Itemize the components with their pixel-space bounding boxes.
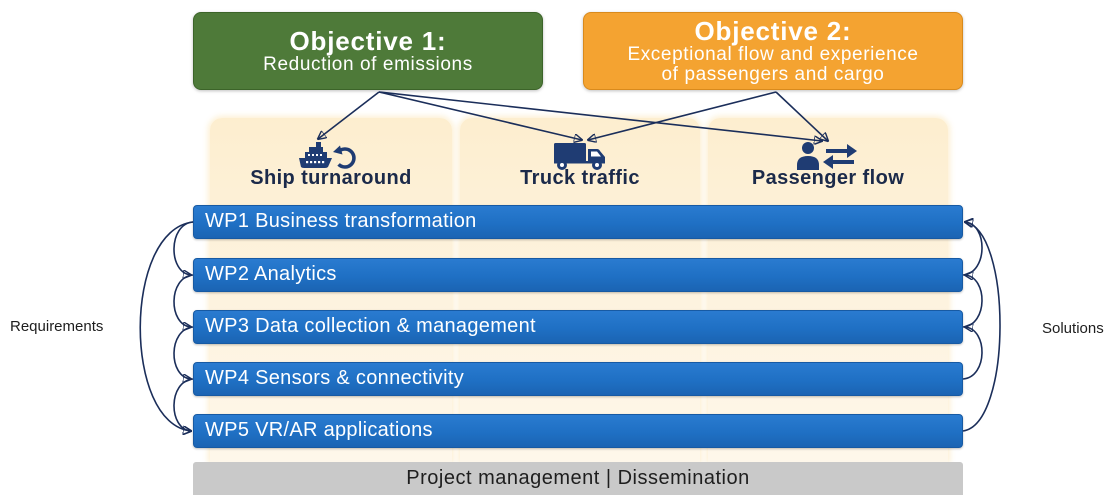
objective-2-description-line-1: Exceptional flow and experience	[627, 44, 919, 65]
truck-icon	[553, 141, 607, 171]
work-package-1-bar: WP1 Business transformation	[193, 205, 963, 239]
work-package-3-bar: WP3 Data collection & management	[193, 310, 963, 344]
work-package-2-bar: WP2 Analytics	[193, 258, 963, 292]
objective-2-title: Objective 2:	[694, 16, 852, 46]
work-package-5-bar: WP5 VR/AR applications	[193, 414, 963, 448]
focus-label-ship-turnaround: Ship turnaround	[250, 167, 412, 189]
focus-label-passenger-flow: Passenger flow	[751, 167, 905, 189]
solutions-label: Solutions	[1042, 320, 1104, 337]
requirements-arc-wp1-wp2	[173, 221, 194, 275]
solutions-arc-wp2-wp1	[962, 222, 983, 276]
requirements-arc-outer	[139, 221, 194, 431]
solutions-arc-wp4-wp3	[962, 327, 983, 380]
requirements-arc-wp3-wp4	[173, 326, 194, 379]
project-management-bar: Project management | Dissemination	[193, 462, 963, 495]
requirements-arc-wp4-wp5	[173, 378, 194, 431]
passenger-flow-icon	[796, 141, 860, 171]
objective-1-box: Objective 1: Reduction of emissions	[193, 12, 543, 90]
focus-label-truck-traffic: Truck traffic	[520, 167, 640, 189]
objective-2-box: Objective 2: Exceptional flow and experi…	[583, 12, 963, 90]
solutions-arc-wp3-wp2	[962, 275, 983, 328]
work-package-4-bar: WP4 Sensors & connectivity	[193, 362, 963, 396]
objective-1-title: Objective 1:	[289, 26, 447, 56]
objective-1-description: Reduction of emissions	[263, 54, 473, 75]
ship-turnaround-icon	[298, 141, 356, 171]
requirements-label: Requirements	[10, 318, 104, 335]
objective-2-description-line-2: of passengers and cargo	[661, 64, 885, 85]
requirements-arc-wp2-wp3	[173, 274, 194, 327]
solutions-arc-outer	[962, 222, 1001, 432]
